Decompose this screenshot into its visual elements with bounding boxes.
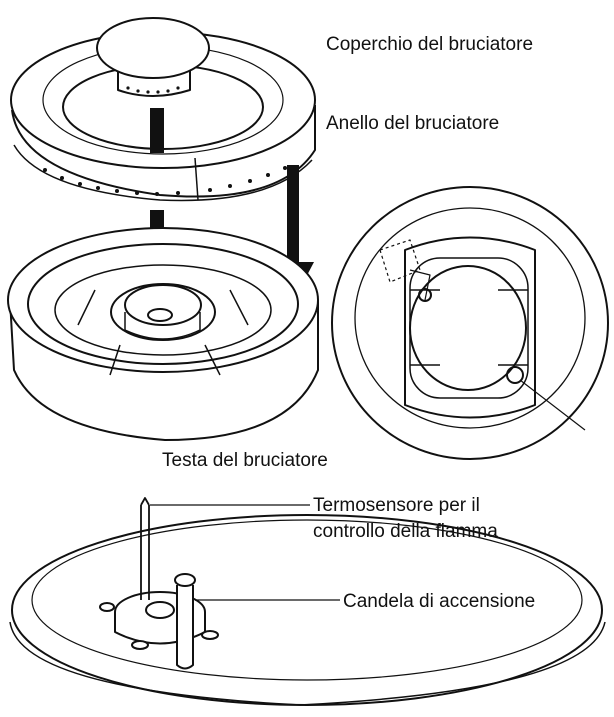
base-plate-drawing bbox=[9, 497, 606, 706]
burner-head-drawing bbox=[7, 227, 319, 441]
label-thermocouple-line1: Termosensore per il bbox=[313, 495, 480, 516]
leader-lines bbox=[150, 504, 340, 601]
label-burner-ring: Anello del bruciatore bbox=[326, 113, 500, 134]
label-ignition-plug: Candela di accensione bbox=[343, 591, 536, 612]
burner-cap-drawing bbox=[96, 17, 210, 97]
label-burner-cap: Coperchio del bruciatore bbox=[326, 34, 534, 55]
label-burner-head: Testa del bruciatore bbox=[162, 450, 328, 471]
burner-top-view-drawing bbox=[331, 186, 609, 460]
label-thermocouple-line2: controllo della fiamma bbox=[313, 521, 498, 542]
